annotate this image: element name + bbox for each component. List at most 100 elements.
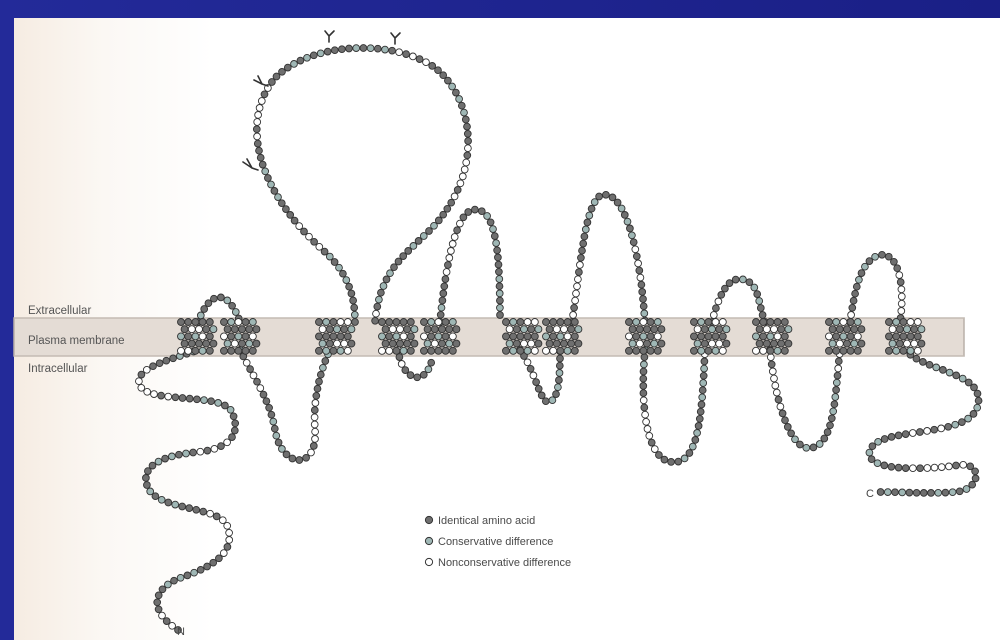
amino-acid-residue bbox=[635, 260, 642, 267]
amino-acid-residue bbox=[344, 347, 351, 354]
amino-acid-residue bbox=[572, 297, 579, 304]
amino-acid-residue bbox=[910, 465, 917, 472]
c-terminus-label: C bbox=[866, 488, 874, 500]
amino-acid-residue bbox=[624, 218, 631, 225]
amino-acid-residue bbox=[387, 270, 394, 277]
amino-acid-residue bbox=[898, 286, 905, 293]
amino-acid-residue bbox=[797, 441, 804, 448]
amino-acid-residue bbox=[763, 326, 770, 333]
amino-acid-residue bbox=[701, 326, 708, 333]
amino-acid-residue bbox=[698, 333, 705, 340]
amino-acid-residue bbox=[771, 326, 778, 333]
amino-acid-residue bbox=[396, 49, 403, 56]
transmembrane-helix bbox=[826, 319, 865, 355]
glycosylation-site-icon bbox=[243, 159, 258, 170]
amino-acid-residue bbox=[313, 392, 320, 399]
amino-acid-residue bbox=[784, 424, 791, 431]
amino-acid-residue bbox=[768, 361, 775, 368]
amino-acid-residue bbox=[854, 347, 861, 354]
amino-acid-residue bbox=[824, 429, 831, 436]
amino-acid-residue bbox=[782, 417, 789, 424]
amino-acid-residue bbox=[250, 372, 257, 379]
amino-acid-residue bbox=[336, 264, 343, 271]
amino-acid-residue bbox=[283, 206, 290, 213]
amino-acid-residue bbox=[323, 347, 330, 354]
amino-acid-residue bbox=[301, 228, 308, 235]
amino-acid-residue bbox=[449, 83, 456, 90]
amino-acid-residue bbox=[211, 295, 218, 302]
amino-acid-residue bbox=[959, 375, 966, 382]
amino-acid-residue bbox=[781, 319, 788, 326]
amino-acid-residue bbox=[179, 395, 186, 402]
amino-acid-residue bbox=[531, 347, 538, 354]
amino-acid-residue bbox=[712, 333, 719, 340]
amino-acid-residue bbox=[193, 506, 200, 513]
amino-acid-residue bbox=[914, 347, 921, 354]
amino-acid-residue bbox=[898, 308, 905, 315]
amino-acid-residue bbox=[546, 340, 553, 347]
amino-acid-residue bbox=[965, 379, 972, 386]
amino-acid-residue bbox=[575, 276, 582, 283]
amino-acid-residue bbox=[960, 461, 967, 468]
amino-acid-residue bbox=[442, 319, 449, 326]
amino-acid-residue bbox=[429, 63, 436, 70]
amino-acid-residue bbox=[751, 284, 758, 291]
transmembrane-helix bbox=[626, 319, 665, 355]
amino-acid-residue bbox=[521, 340, 528, 347]
amino-acid-residue bbox=[556, 377, 563, 384]
amino-acid-residue bbox=[596, 193, 603, 200]
amino-acid-residue bbox=[144, 388, 151, 395]
amino-acid-residue bbox=[832, 394, 839, 401]
amino-acid-residue bbox=[490, 226, 497, 233]
amino-acid-residue bbox=[188, 340, 195, 347]
amino-acid-residue bbox=[454, 187, 461, 194]
amino-acid-residue bbox=[143, 366, 150, 373]
amino-acid-residue bbox=[487, 219, 494, 226]
amino-acid-residue bbox=[726, 280, 733, 287]
amino-acid-residue bbox=[235, 319, 242, 326]
amino-acid-residue bbox=[226, 529, 233, 536]
amino-acid-residue bbox=[231, 340, 238, 347]
amino-acid-residue bbox=[144, 482, 151, 489]
amino-acid-residue bbox=[756, 326, 763, 333]
amino-acid-residue bbox=[438, 304, 445, 311]
amino-acid-residue bbox=[963, 486, 970, 493]
amino-acid-residue bbox=[154, 599, 161, 606]
amino-acid-residue bbox=[494, 247, 501, 254]
amino-acid-residue bbox=[138, 371, 145, 378]
amino-acid-residue bbox=[184, 572, 191, 579]
amino-acid-residue bbox=[851, 326, 858, 333]
amino-acid-residue bbox=[568, 340, 575, 347]
amino-acid-residue bbox=[911, 340, 918, 347]
amino-acid-residue bbox=[875, 438, 882, 445]
amino-acid-residue bbox=[453, 326, 460, 333]
amino-acid-residue bbox=[446, 340, 453, 347]
amino-acid-residue bbox=[449, 347, 456, 354]
amino-acid-residue bbox=[165, 499, 172, 506]
amino-acid-residue bbox=[834, 372, 841, 379]
amino-acid-residue bbox=[297, 57, 304, 64]
amino-acid-residue bbox=[756, 298, 763, 305]
legend-identical-symbol bbox=[425, 516, 432, 523]
amino-acid-residue bbox=[404, 340, 411, 347]
amino-acid-residue bbox=[840, 333, 847, 340]
amino-acid-residue bbox=[283, 451, 290, 458]
amino-acid-residue bbox=[229, 434, 236, 441]
amino-acid-residue bbox=[398, 361, 405, 368]
amino-acid-residue bbox=[557, 333, 564, 340]
amino-acid-residue bbox=[263, 398, 270, 405]
amino-acid-residue bbox=[185, 347, 192, 354]
amino-acid-residue bbox=[531, 333, 538, 340]
amino-acid-residue bbox=[246, 326, 253, 333]
amino-acid-residue bbox=[172, 394, 179, 401]
amino-acid-residue bbox=[192, 333, 199, 340]
amino-acid-residue bbox=[712, 347, 719, 354]
amino-acid-residue bbox=[441, 283, 448, 290]
amino-acid-residue bbox=[503, 347, 510, 354]
amino-acid-residue bbox=[640, 296, 647, 303]
amino-acid-residue bbox=[346, 45, 353, 52]
amino-acid-residue bbox=[179, 503, 186, 510]
amino-acid-residue bbox=[831, 401, 838, 408]
amino-acid-residue bbox=[658, 340, 665, 347]
amino-acid-residue bbox=[848, 312, 855, 319]
